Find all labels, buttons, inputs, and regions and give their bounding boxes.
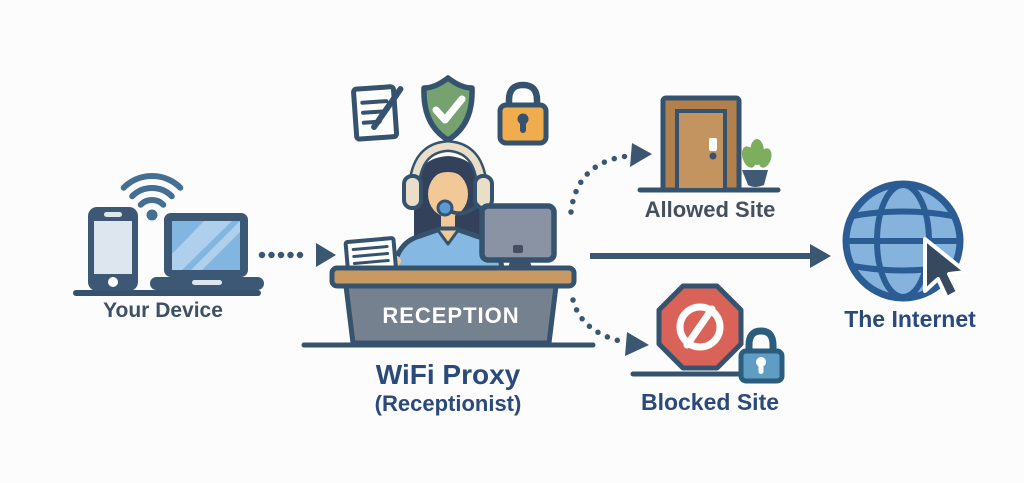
smartphone-icon (88, 207, 138, 291)
your-device-label: Your Device (103, 299, 223, 322)
reception-desk-sign: RECEPTION (382, 303, 520, 328)
wifi-proxy-title: WiFi Proxy (375, 359, 521, 390)
receptionist-subtitle: (Receptionist) (374, 391, 522, 416)
cursor-icon (923, 237, 968, 300)
blocked-site-label: Blocked Site (640, 389, 780, 415)
allowed-site-label: Allowed Site (644, 197, 776, 222)
laptop-icon (150, 213, 264, 290)
dotted-arrow-to-blocked (570, 297, 649, 356)
the-internet-label: The Internet (844, 306, 976, 332)
dotted-arrow-to-allowed (568, 143, 652, 215)
shield-check-icon (421, 75, 475, 143)
wifi-signal-icon (120, 172, 184, 221)
door-icon (660, 95, 742, 193)
padlock-blue-icon (738, 327, 785, 384)
padlock-amber-icon (497, 81, 549, 146)
desk-icon (301, 265, 596, 348)
stop-sign-icon (656, 283, 744, 371)
ear-cup-left (402, 174, 423, 210)
checklist-pen-icon (351, 84, 404, 142)
solid-arrow-to-internet (590, 244, 831, 268)
device-group (73, 172, 264, 296)
allowed-site-group (637, 95, 781, 193)
dotted-arrow-device-to-proxy (258, 243, 336, 267)
mic-ball (436, 199, 454, 217)
blocked-site-group (630, 283, 785, 384)
internet-group (842, 180, 968, 302)
plant-icon (741, 139, 772, 187)
